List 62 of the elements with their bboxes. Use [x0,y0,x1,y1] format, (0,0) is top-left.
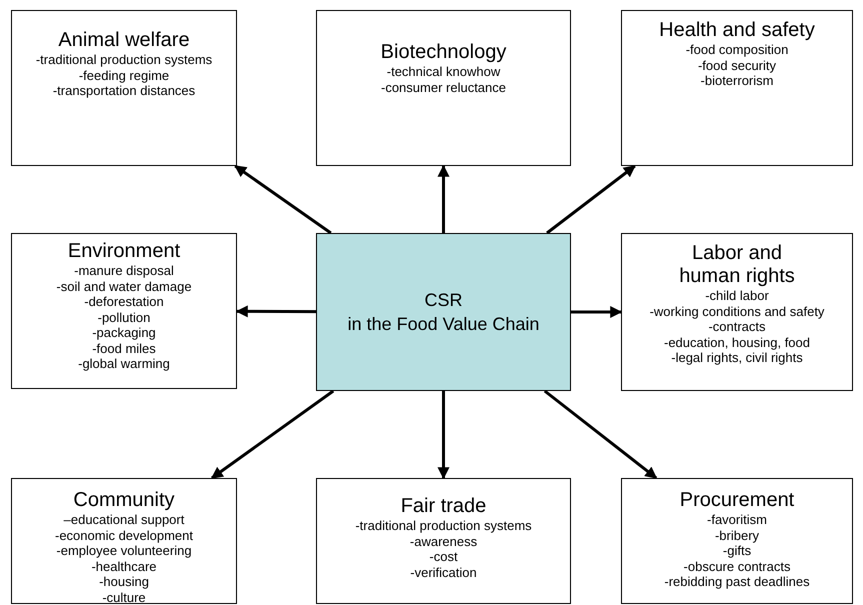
topic-item: -employee volunteering [56,543,192,558]
topic-heading: Health and safety [659,19,815,42]
topic-heading: Labor and human rights [678,242,796,288]
central-topic-text: in the Food Value Chain [348,313,540,336]
topic-box [11,233,237,389]
arrow [571,306,622,318]
central-topic-box [316,233,571,391]
topic-item: -culture [102,590,146,605]
topic-box [316,10,571,166]
arrow [546,164,636,234]
topic-item: -housing [99,574,149,590]
topic-item: -food composition [686,42,788,58]
topic-item: -child labor [705,288,769,304]
topic-box [316,478,571,604]
topic-item: –educational support [64,512,184,528]
topic-box [621,233,853,391]
topic-box [621,478,853,604]
topic-item: -consumer reluctance [381,80,506,95]
topic-item: -awareness [410,534,478,549]
topic-item: -soil and water damage [56,278,192,294]
topic-heading: Community [73,489,175,512]
arrow [544,390,658,480]
topic-item: -deforestation [84,294,164,310]
topic-item: -packaging [92,325,156,340]
arrow [210,390,334,480]
topic-item: -education, housing, food [664,334,810,350]
topic-item: -healthcare [91,558,157,574]
topic-item: -economic development [54,528,194,543]
topic-item: -feeding regime [78,68,170,83]
topic-item: -global warming [78,356,170,372]
topic-item: -manure disposal [74,263,174,278]
arrow [234,164,332,234]
topic-heading: Biotechnology [380,41,506,64]
topic-item: -traditional production systems [36,52,212,68]
topic-item: -verification [410,564,477,580]
central-topic-text: CSR [424,289,462,312]
topic-box [11,10,237,166]
topic-item: -contracts [708,319,766,334]
arrow [236,305,316,318]
topic-heading: Environment [68,240,180,263]
topic-item: -pollution [98,310,150,325]
topic-item: -working conditions and safety [650,304,824,319]
arrow [438,391,450,480]
topic-item: -food miles [92,340,156,356]
topic-box [621,10,853,166]
topic-item: -gifts [722,543,752,558]
topic-item: -obscure contracts [684,558,790,574]
topic-item: -traditional production systems [355,518,532,534]
topic-item: -bioterrorism [700,73,774,88]
topic-heading: Procurement [680,489,794,512]
topic-item: -transportation distances [52,83,196,98]
topic-item: -technical knowhow [386,64,500,80]
topic-item: -food security [698,58,776,73]
topic-item: -bribery [714,528,760,543]
topic-heading: Animal welfare [58,29,190,52]
topic-box [11,478,237,604]
topic-item: -rebidding past deadlines [664,574,810,590]
topic-heading: Fair trade [400,495,486,518]
topic-item: -cost [429,549,458,564]
topic-item: -favoritism [707,512,767,528]
topic-item: -legal rights, civil rights [671,350,803,366]
arrow [438,164,450,233]
